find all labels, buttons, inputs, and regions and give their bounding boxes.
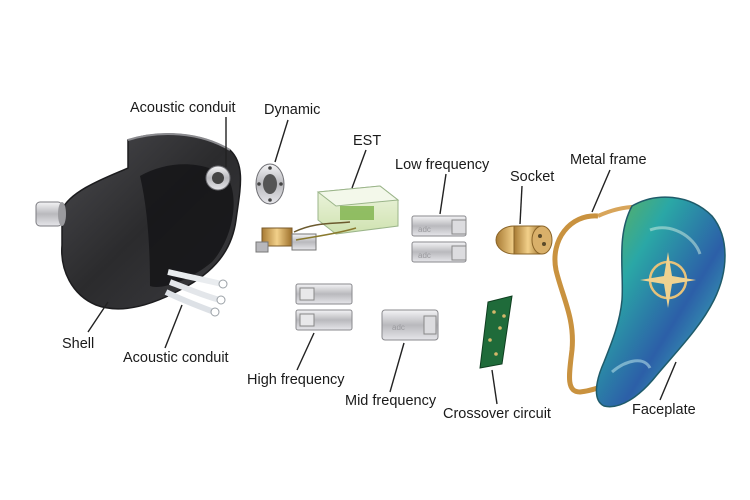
label-socket: Socket: [510, 169, 555, 185]
high-frequency-driver: [295, 283, 353, 331]
crossover-circuit: [479, 295, 513, 369]
label-shell: Shell: [62, 336, 95, 352]
label-faceplate: Faceplate: [632, 402, 696, 418]
shell-part: [35, 133, 242, 317]
faceplate-logo-icon: [640, 252, 696, 308]
label-crossover-circuit: Crossover circuit: [443, 406, 551, 422]
label-est: EST: [353, 133, 382, 149]
svg-text:adc: adc: [392, 323, 405, 332]
label-acoustic-conduit-top: Acoustic conduit: [130, 100, 236, 116]
label-high-frequency: High frequency: [247, 372, 345, 388]
label-acoustic-conduit-bottom: Acoustic conduit: [123, 350, 229, 366]
mid-frequency-driver: adc: [381, 309, 439, 341]
label-metal-frame: Metal frame: [570, 152, 647, 168]
socket-part: [495, 225, 553, 255]
leader-lines: [87, 117, 677, 405]
est-driver: [255, 185, 400, 253]
label-low-frequency: Low frequency: [395, 157, 490, 173]
label-dynamic: Dynamic: [264, 102, 321, 118]
svg-text:adc: adc: [418, 251, 431, 260]
svg-text:adc: adc: [418, 225, 431, 234]
faceplate-part: [595, 196, 726, 408]
low-frequency-driver: adc adc: [411, 215, 467, 263]
label-mid-frequency: Mid frequency: [345, 393, 437, 409]
dynamic-driver: [255, 163, 285, 205]
